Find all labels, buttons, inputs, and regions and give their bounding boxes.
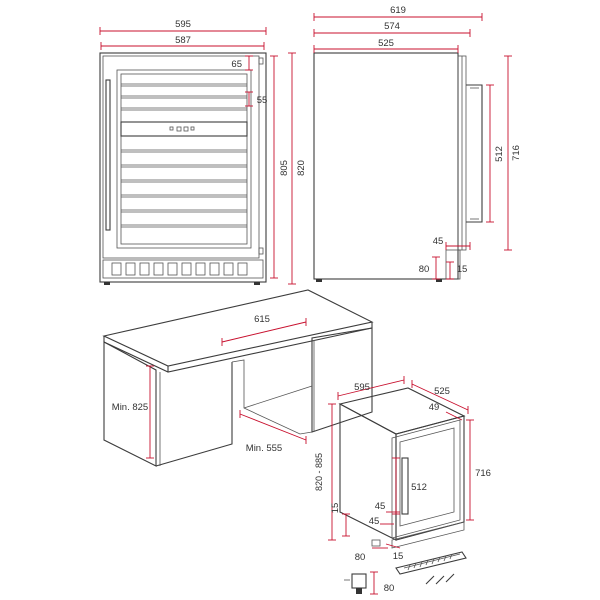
front-grille <box>102 259 264 279</box>
counter-right-cabinet <box>311 327 373 433</box>
dim-front-width-inner: 587 <box>100 35 265 50</box>
front-foot-left <box>104 282 110 285</box>
iso-door <box>391 419 461 539</box>
dim-install-niche-depth-label: 615 <box>254 314 270 325</box>
dim-front-top-offset-label: 65 <box>231 59 242 70</box>
dim-side-door-height: 512 <box>486 84 505 223</box>
side-view: 619 574 525 512 716 <box>313 5 522 282</box>
dim-side-depth-total: 619 <box>313 5 483 21</box>
dim-iso-hinge-b-label: 45 <box>369 516 380 527</box>
dim-iso-width: 595 <box>337 376 405 400</box>
dim-iso-depth-label: 525 <box>434 386 450 397</box>
dim-side-plinth-height: 80 <box>419 256 440 280</box>
dim-side-depth-open: 574 <box>313 21 471 37</box>
front-glass-panel <box>116 69 252 249</box>
dim-iso-hinge-b: 45 <box>369 516 394 527</box>
dim-iso-height-range: 820 - 885 <box>314 403 336 541</box>
side-foot-rear <box>316 279 322 282</box>
dim-front-height-body: 805 <box>270 55 290 279</box>
dim-front-shelf-gap: 55 <box>245 91 268 107</box>
counter-left-cabinet-front <box>155 362 233 467</box>
dim-side-plinth-setback-label: 15 <box>457 264 468 275</box>
dim-iso-plinth-gap: 15 <box>330 503 350 537</box>
dim-iso-height-total: 716 <box>466 419 491 521</box>
front-foot-right <box>254 282 260 285</box>
dim-front-top-offset: 65 <box>231 55 253 71</box>
dim-install-niche-width-label: Min. 555 <box>246 443 282 454</box>
dim-install-niche-width: Min. 555 <box>239 410 307 454</box>
counter-niche-back <box>231 359 313 435</box>
front-cabinet-outline <box>99 52 267 283</box>
side-foot-front <box>436 279 442 282</box>
dim-side-handle-height: 716 <box>504 55 522 251</box>
front-hinge-bottom <box>258 247 264 255</box>
control-panel-icons <box>169 126 195 132</box>
dim-iso-hinge-a: 45 <box>375 501 400 513</box>
front-hinge-top <box>258 57 264 65</box>
dim-front-shelf-gap-label: 55 <box>257 95 268 106</box>
dim-iso-door-handle: 512 <box>392 457 427 515</box>
side-handle <box>466 84 483 223</box>
dim-side-handle-height-label: 716 <box>511 145 522 161</box>
counter-top-surface <box>102 289 374 367</box>
iso-kickplate <box>395 551 467 575</box>
dim-iso-width-label: 595 <box>354 382 370 393</box>
iso-adjustable-foot <box>344 573 367 594</box>
dim-side-plinth-height-label: 80 <box>419 264 430 275</box>
dim-side-depth-total-label: 619 <box>390 5 406 16</box>
install-view: 615 Min. 825 Min. 555 <box>102 289 374 467</box>
dim-iso-height-range-label: 820 - 885 <box>314 453 324 491</box>
dim-iso-foot-height: 80 <box>370 571 395 595</box>
dim-iso-plinth-height-label: 80 <box>355 552 366 563</box>
dim-side-depth-body: 525 <box>313 38 459 53</box>
dim-front-height-total: 820 <box>288 52 307 285</box>
front-control-panel <box>120 121 248 137</box>
dim-iso-plinth-height: 80 <box>355 547 388 563</box>
front-handle <box>105 79 111 231</box>
dim-iso-door-handle-label: 512 <box>411 482 427 493</box>
dim-iso-foot-setback: 15 <box>385 543 404 562</box>
iso-door-glass <box>399 427 455 527</box>
dim-front-width-inner-label: 587 <box>175 35 191 46</box>
dim-front-width-total-label: 595 <box>175 19 191 30</box>
dim-side-depth-open-label: 574 <box>384 21 400 32</box>
dim-iso-door-offset-label: 49 <box>429 402 440 413</box>
front-shelves-bottom <box>121 149 247 228</box>
front-grille-slots <box>111 262 248 276</box>
front-glass-inner <box>120 73 248 245</box>
dim-front-width-total: 595 <box>99 19 267 35</box>
front-view: 595 587 65 55 805 <box>99 19 307 285</box>
dim-iso-depth: 525 <box>411 380 469 414</box>
dim-install-niche-height: Min. 825 <box>112 365 154 459</box>
dim-iso-door-offset: 49 <box>429 402 463 421</box>
dim-side-plinth-setback: 15 <box>446 261 468 280</box>
dim-iso-plinth-gap-label: 15 <box>330 503 341 514</box>
dim-install-niche-depth: 615 <box>221 314 307 346</box>
dim-iso-foot-height-label: 80 <box>384 583 395 594</box>
iso-foot <box>371 539 381 547</box>
dim-front-height-total-label: 820 <box>296 160 307 176</box>
dim-iso-foot-setback-label: 15 <box>393 551 404 562</box>
dim-side-door-height-label: 512 <box>494 146 505 162</box>
front-shelves-top <box>121 83 247 111</box>
dim-iso-height-total-label: 716 <box>475 468 491 479</box>
iso-screws <box>425 573 455 585</box>
dim-side-handle-depth: 45 <box>433 236 471 250</box>
front-door-frame <box>102 55 260 259</box>
dim-install-niche-height-label: Min. 825 <box>112 402 148 413</box>
dim-iso-hinge-a-label: 45 <box>375 501 386 512</box>
dim-side-depth-body-label: 525 <box>378 38 394 49</box>
dim-front-height-body-label: 805 <box>279 160 290 176</box>
iso-handle <box>401 457 409 515</box>
dim-side-handle-depth-label: 45 <box>433 236 444 247</box>
iso-view: 595 525 49 716 820 - 885 <box>314 376 491 595</box>
